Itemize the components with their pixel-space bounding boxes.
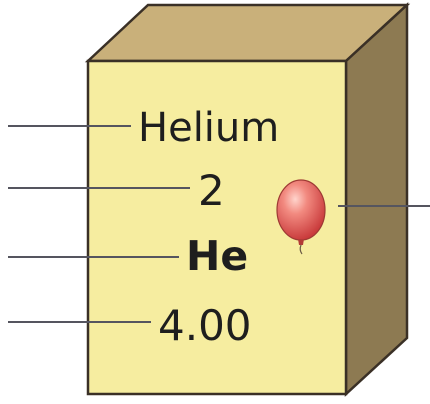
- atomic-mass: 4.00: [158, 301, 252, 350]
- element-symbol: He: [186, 232, 249, 280]
- element-name: Helium: [138, 105, 280, 151]
- balloon-icon: [276, 179, 326, 255]
- atomic-number: 2: [198, 166, 225, 215]
- box-side-face: [344, 2, 409, 397]
